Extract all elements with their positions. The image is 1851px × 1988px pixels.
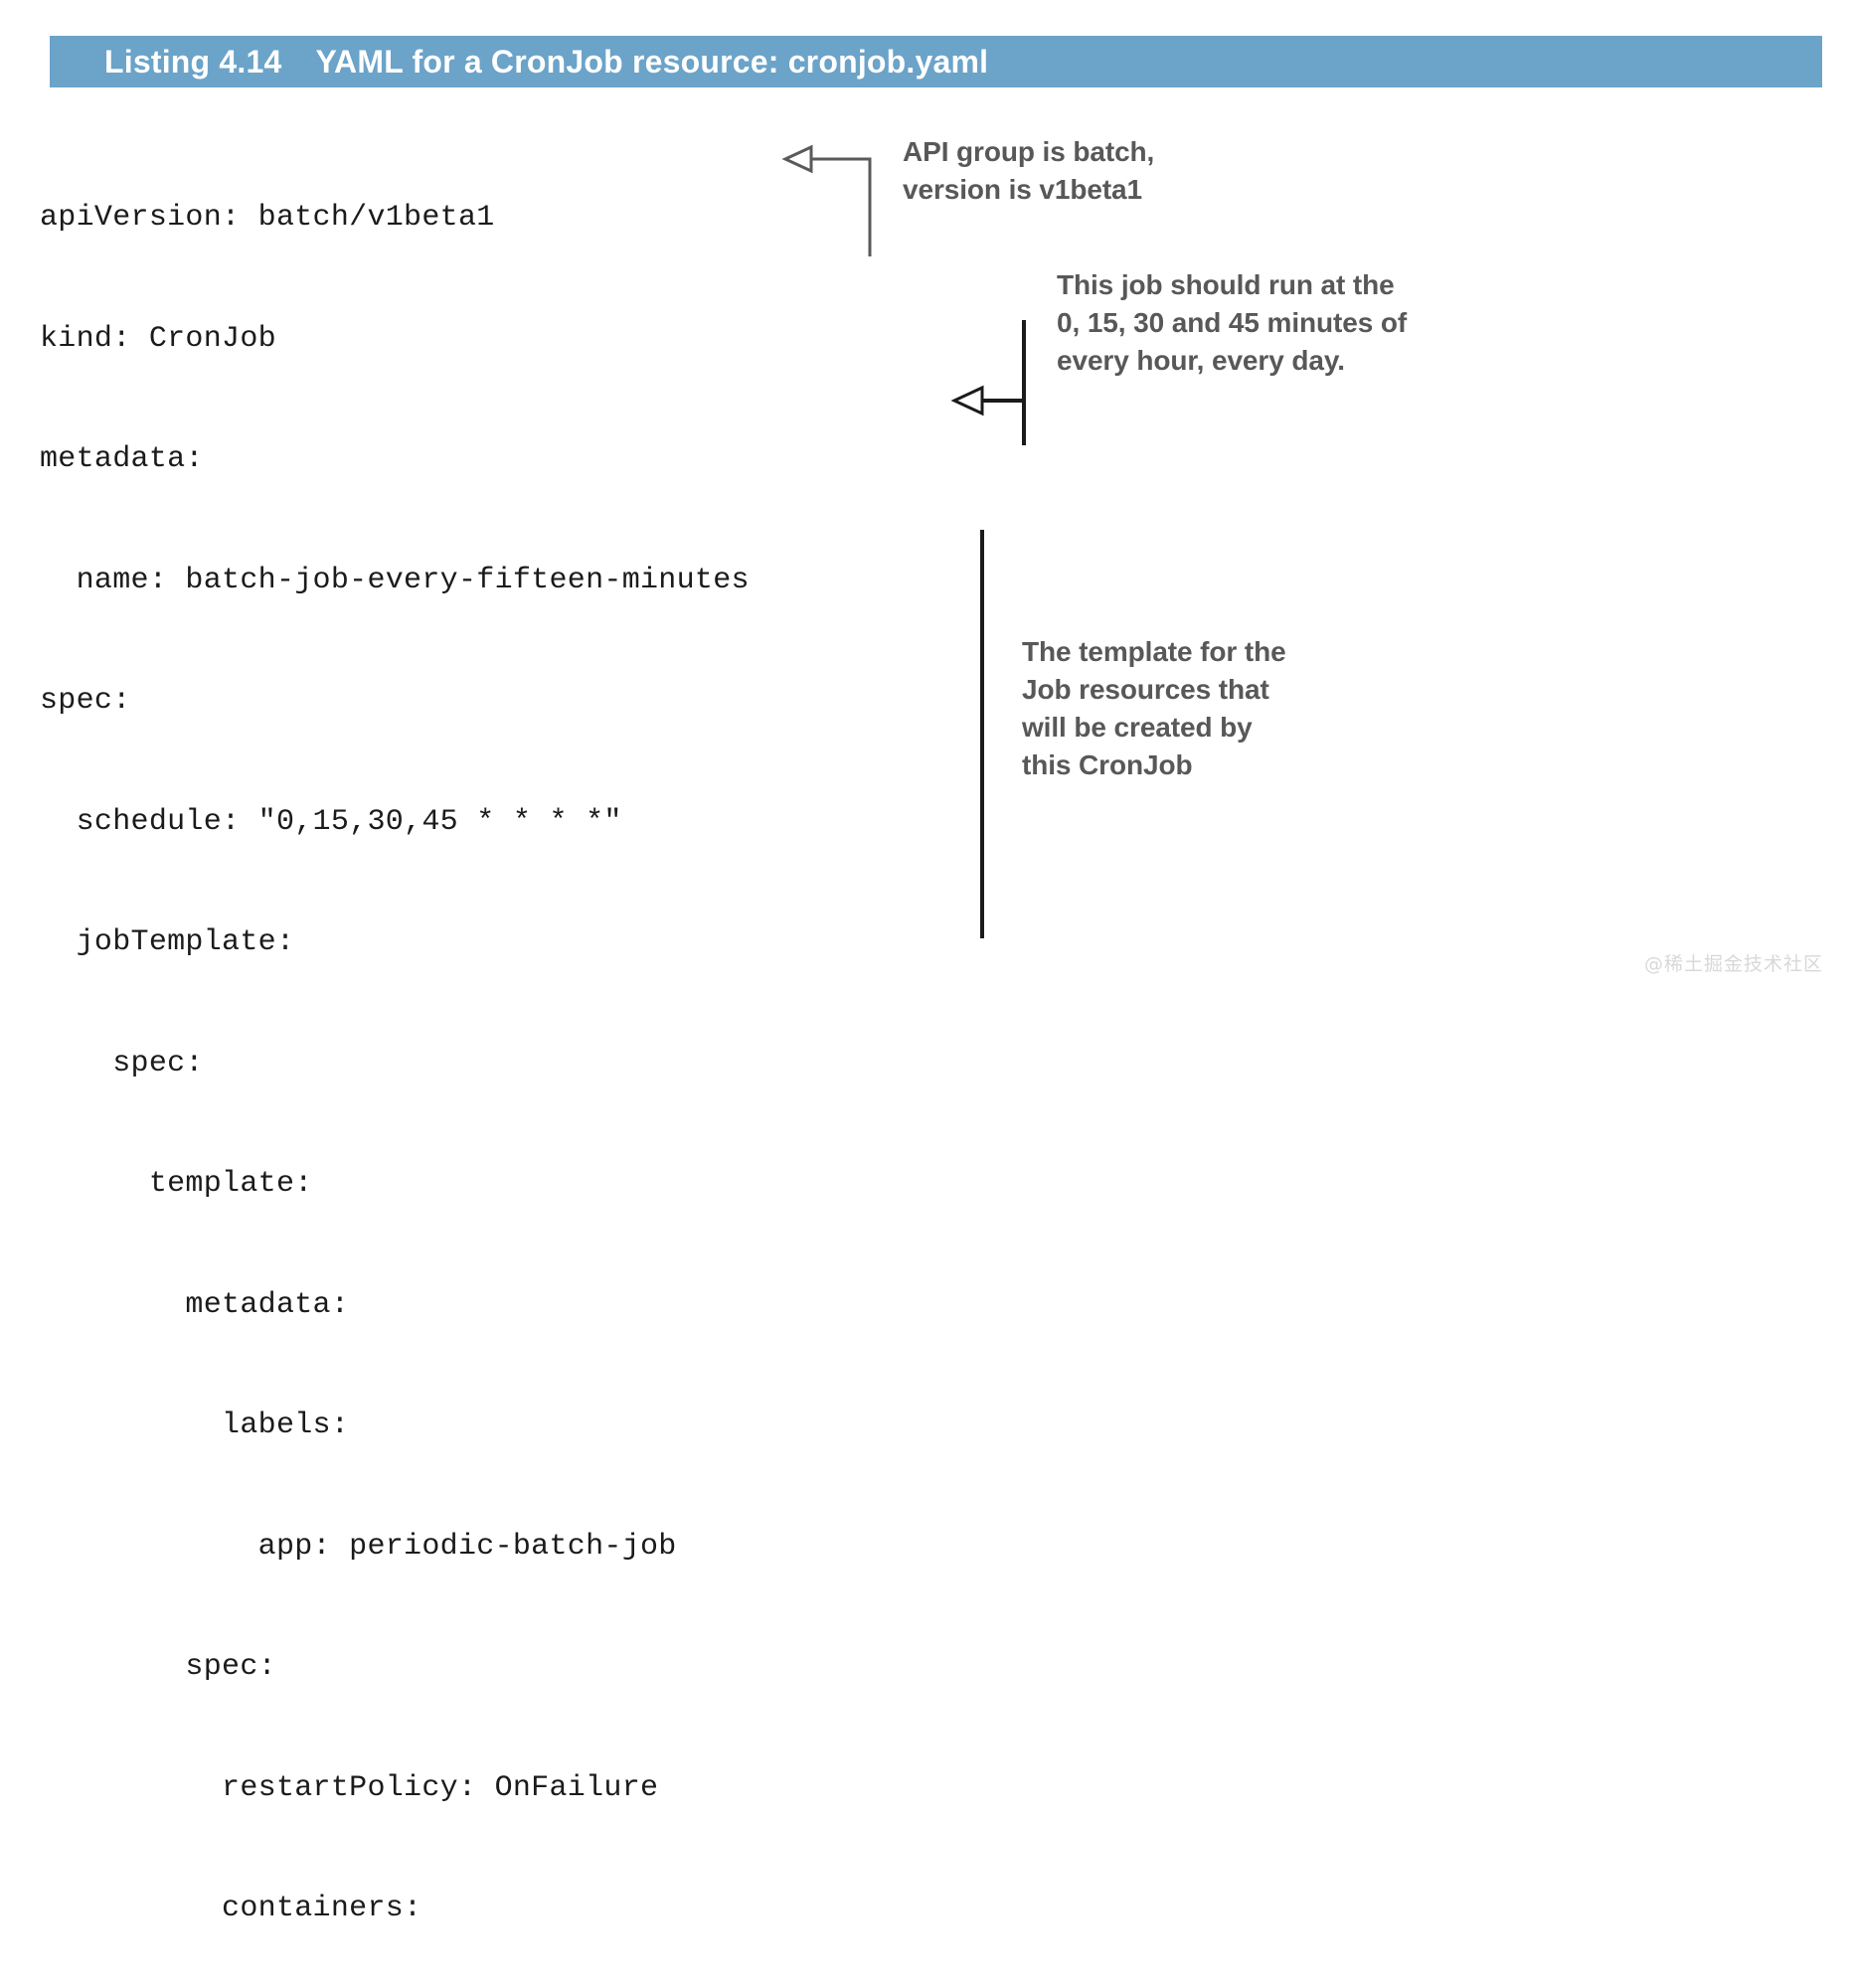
- callout-api-group: API group is batch, version is v1beta1: [903, 133, 1154, 209]
- code-line: kind: CronJob: [40, 321, 276, 356]
- callout-line: version is v1beta1: [903, 174, 1142, 205]
- code-line: schedule: "0,15,30,45 * * * *": [40, 804, 622, 839]
- callout-line: 0, 15, 30 and 45 minutes of: [1057, 307, 1408, 338]
- callout-line: This job should run at the: [1057, 269, 1395, 300]
- code-line: spec:: [40, 1650, 276, 1684]
- code-line: template:: [40, 1167, 313, 1201]
- watermark: @稀土掘金技术社区: [1643, 953, 1823, 975]
- code-line: restartPolicy: OnFailure: [40, 1770, 659, 1805]
- code-line: metadata:: [40, 442, 204, 476]
- listing-number-label: Listing 4.14: [104, 43, 282, 80]
- code-line: spec:: [40, 1046, 204, 1080]
- callout-line: API group is batch,: [903, 136, 1155, 167]
- callout-line: Job resources that: [1022, 674, 1269, 705]
- code-line: containers:: [40, 1892, 422, 1925]
- code-line: labels:: [40, 1408, 350, 1442]
- yaml-code-block: apiVersion: batch/v1beta1 kind: CronJob …: [40, 117, 750, 1988]
- leader-arrow-schedule: [950, 320, 1026, 445]
- listing-header-text: Listing 4.14 YAML for a CronJob resource…: [50, 44, 988, 81]
- listing-title-label: YAML for a CronJob resource: cronjob.yam…: [315, 43, 989, 80]
- callout-schedule: This job should run at the 0, 15, 30 and…: [1057, 266, 1407, 380]
- leader-arrow-api-group: [781, 144, 872, 256]
- callout-job-template: The template for the Job resources that …: [1022, 633, 1286, 784]
- code-line: app: periodic-batch-job: [40, 1529, 677, 1564]
- code-line: spec:: [40, 684, 131, 718]
- callout-line: this CronJob: [1022, 749, 1193, 780]
- code-line: metadata:: [40, 1287, 350, 1322]
- code-line: apiVersion: batch/v1beta1: [40, 201, 495, 235]
- code-line: jobTemplate:: [40, 925, 295, 959]
- callout-line: every hour, every day.: [1057, 345, 1345, 376]
- callout-line: will be created by: [1022, 712, 1253, 743]
- listing-header-bar: Listing 4.14 YAML for a CronJob resource…: [50, 36, 1822, 87]
- code-line: name: batch-job-every-fifteen-minutes: [40, 563, 750, 597]
- callout-line: The template for the: [1022, 636, 1286, 667]
